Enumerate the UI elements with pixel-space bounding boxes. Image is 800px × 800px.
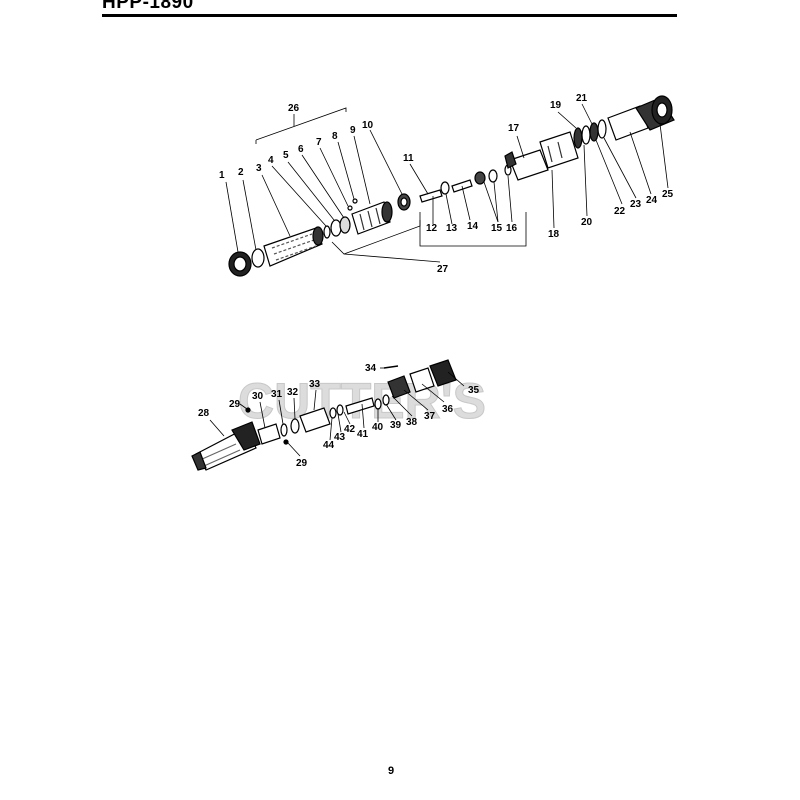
callout-40: 40: [372, 422, 384, 433]
callout-30: 30: [252, 391, 264, 402]
part-ring: [597, 119, 607, 139]
callout-13: 13: [446, 223, 458, 234]
part-o-ring: [336, 404, 344, 416]
callout-11: 11: [403, 153, 414, 164]
callout-2: 2: [238, 167, 244, 178]
callout-6: 6: [298, 144, 304, 155]
callout-26: 26: [288, 103, 300, 114]
callout-5: 5: [283, 150, 289, 161]
callout-37: 37: [424, 411, 436, 422]
upper-assembly: [228, 95, 675, 277]
callout-19: 19: [550, 100, 562, 111]
page-title: HPP-1890: [102, 0, 194, 13]
callout-21: 21: [576, 93, 588, 104]
callout-23: 23: [630, 199, 642, 210]
callout-35: 35: [468, 385, 480, 396]
callout-12: 12: [426, 223, 438, 234]
part-sleeve: [607, 105, 649, 141]
part-seal: [339, 216, 351, 234]
callout-1: 1: [219, 170, 225, 181]
part-valve-stem: [419, 189, 443, 203]
callout-8: 8: [332, 131, 338, 142]
part-sleeve: [299, 407, 331, 433]
callout-44: 44: [323, 440, 335, 451]
part-pin: [383, 365, 399, 369]
callout-36: 36: [442, 404, 454, 415]
callout-24: 24: [646, 195, 658, 206]
part-nut: [409, 367, 435, 393]
part-ring: [474, 171, 486, 185]
callout-42: 42: [344, 424, 356, 435]
part-washer: [251, 248, 265, 268]
part-seal: [330, 219, 342, 237]
upper-callouts: 1 2 3 4 5 6 7 8 9 10 11 12 13 14 15 16 1…: [219, 93, 674, 275]
part-coupler: [429, 359, 457, 387]
callout-29-lower: 29: [296, 458, 308, 469]
part-end-nut: [228, 251, 252, 277]
callout-16: 16: [506, 223, 518, 234]
callout-10: 10: [362, 120, 374, 131]
callout-27: 27: [437, 264, 449, 275]
part-spray-tip: [191, 421, 261, 471]
part-ring: [387, 375, 411, 399]
part-ring: [573, 127, 583, 149]
part-o-ring: [488, 169, 498, 183]
part-ball: [347, 205, 353, 211]
callout-34: 34: [365, 363, 377, 374]
part-ring: [589, 122, 599, 142]
page-header: HPP-1890: [102, 0, 677, 17]
upper-leader-lines: [225, 103, 669, 263]
callout-29: 29: [229, 399, 241, 410]
part-cover-sleeve: [263, 226, 324, 267]
callout-32: 32: [287, 387, 299, 398]
part-ring: [581, 125, 591, 145]
part-pump-head: [504, 149, 549, 181]
callout-4: 4: [268, 155, 274, 166]
callout-33: 33: [309, 379, 321, 390]
part-valve: [345, 397, 375, 415]
callout-18: 18: [548, 229, 560, 240]
callout-25: 25: [662, 189, 674, 200]
part-o-ring: [329, 407, 337, 419]
part-end-cap: [635, 95, 675, 131]
callout-41: 41: [357, 429, 369, 440]
callout-14: 14: [467, 221, 479, 232]
part-housing: [351, 201, 393, 235]
callout-22: 22: [614, 206, 626, 217]
callout-15: 15: [491, 223, 503, 234]
callout-3: 3: [256, 163, 262, 174]
callout-38: 38: [406, 417, 418, 428]
part-o-ring: [323, 225, 331, 239]
callout-39: 39: [390, 420, 402, 431]
part-o-ring: [382, 394, 390, 406]
callout-9: 9: [350, 125, 356, 136]
lower-callouts: 28 29 30 31 32 33 34 35 36 37 38 39 40 4…: [198, 363, 480, 469]
part-ring: [290, 418, 300, 434]
callout-28: 28: [198, 408, 210, 419]
part-ring: [280, 423, 288, 437]
part-spring-seat: [440, 181, 450, 195]
callout-17: 17: [508, 123, 520, 134]
callout-7: 7: [316, 137, 322, 148]
part-nozzle-body: [257, 423, 281, 445]
callout-20: 20: [581, 217, 593, 228]
part-ball: [283, 439, 289, 445]
lower-assembly: [191, 359, 457, 471]
part-manifold: [539, 131, 579, 169]
lower-leader-lines: [209, 367, 465, 457]
page-number: 9: [388, 765, 395, 777]
callout-31: 31: [271, 389, 283, 400]
part-ball: [352, 198, 358, 204]
part-o-ring: [374, 398, 382, 410]
callout-43: 43: [334, 432, 346, 443]
